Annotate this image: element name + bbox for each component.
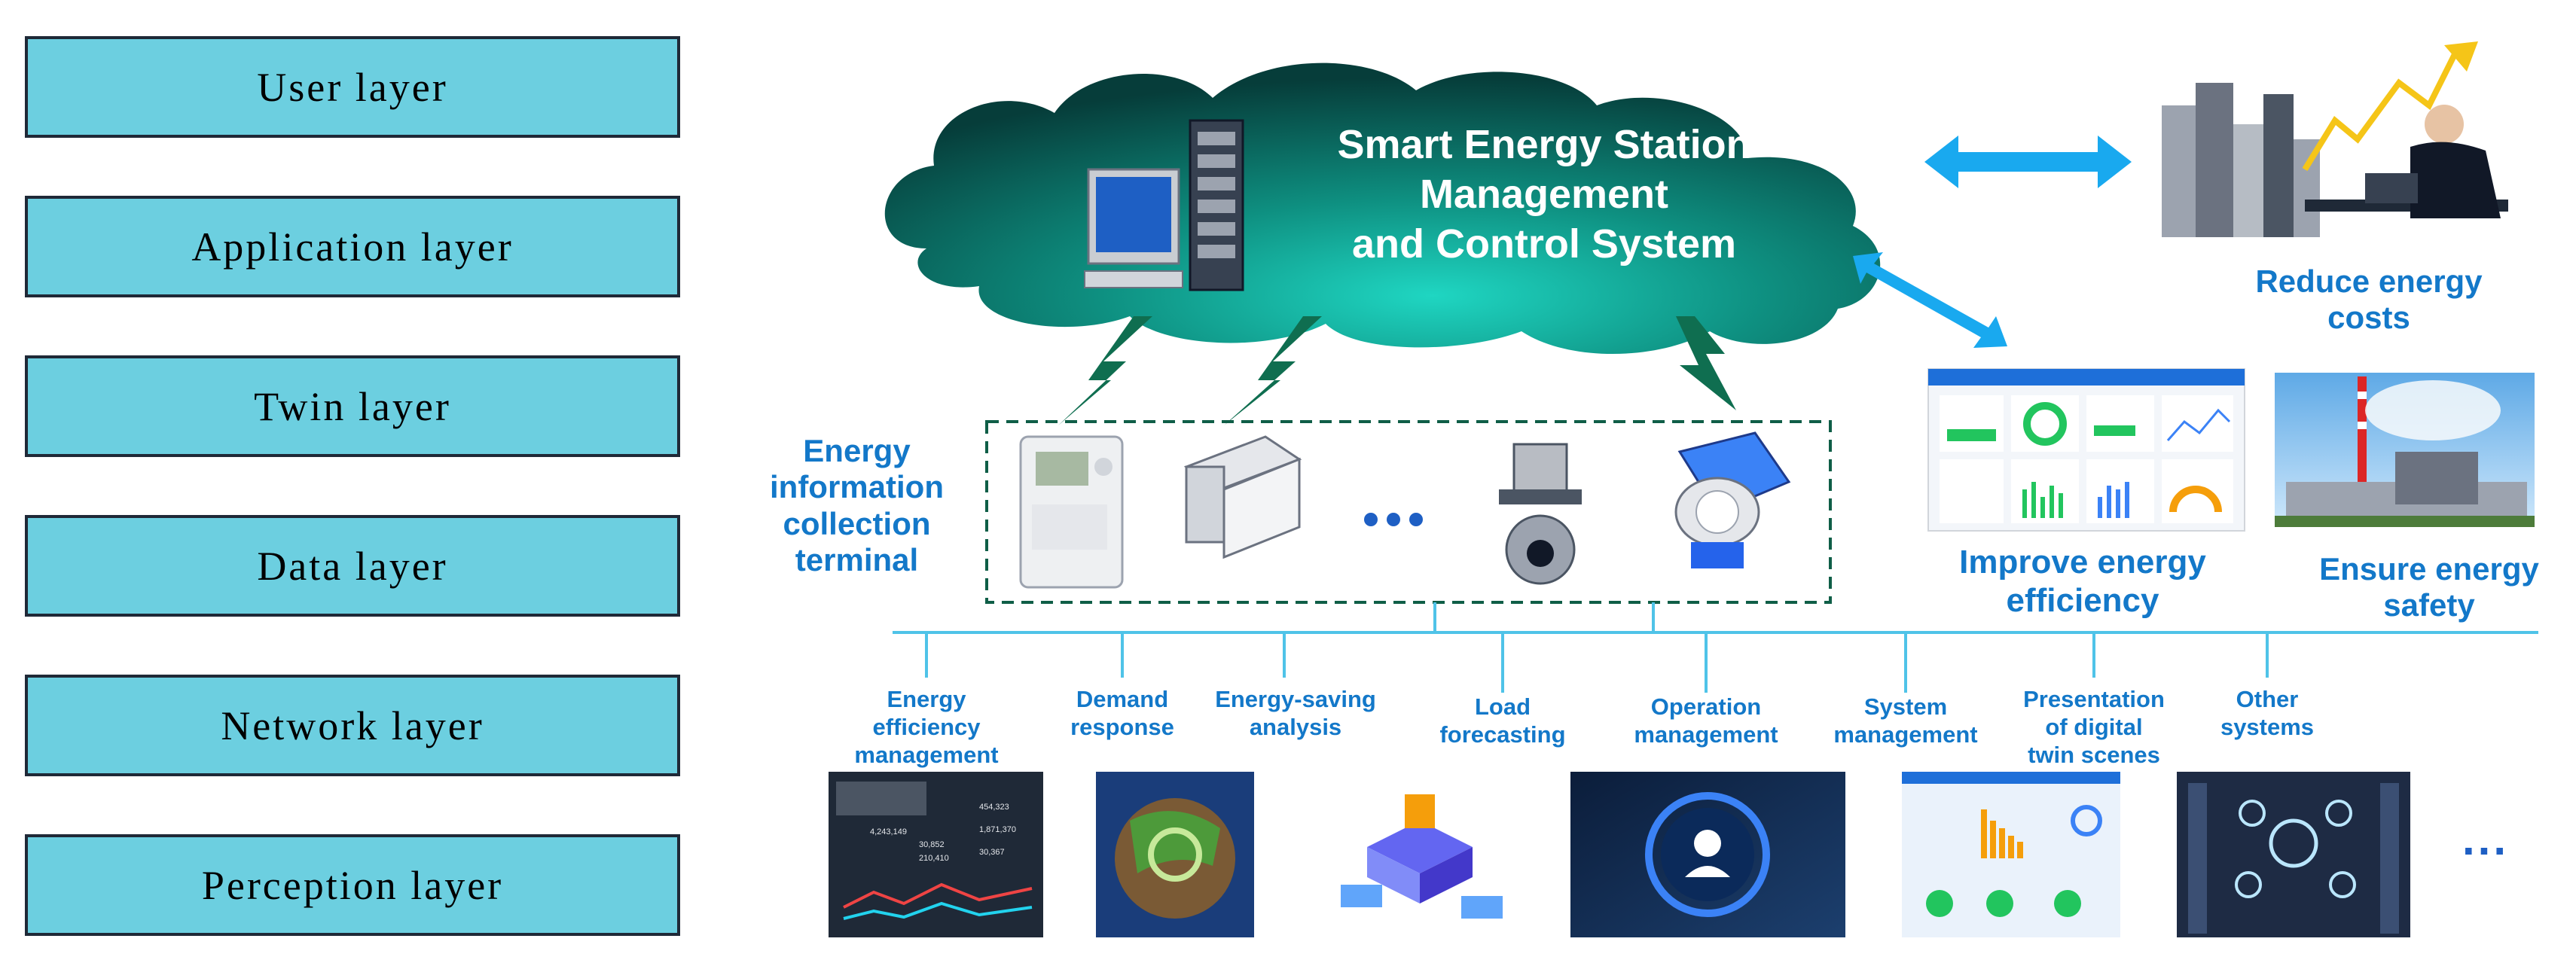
app-label-demand-response: Demand response	[1051, 685, 1194, 741]
thumb-value: 4,243,149	[870, 827, 907, 836]
bidirectional-arrow-icon	[1853, 136, 2132, 348]
layer-twin: Twin layer	[25, 355, 680, 457]
thumb-value: 210,410	[919, 854, 949, 863]
power-plant-image	[2275, 373, 2535, 527]
layer-perception: Perception layer	[25, 834, 680, 936]
app-label-line: Load	[1474, 693, 1531, 720]
app-label-line: Operation	[1650, 693, 1762, 720]
app-label-line: Energy	[887, 686, 966, 712]
app-label-system-management: System management	[1808, 693, 2004, 748]
thumb-value: 1,871,370	[979, 825, 1016, 834]
device-ellipsis-dots	[1364, 513, 1423, 526]
app-label-line: management	[1833, 721, 1978, 748]
benefit-line: safety	[2383, 587, 2475, 623]
app-label-line: Energy-saving	[1215, 686, 1376, 712]
app-label-load-forecasting: Load forecasting	[1416, 693, 1589, 748]
ensure-safety-label: Ensure energy safety	[2294, 551, 2565, 624]
applications-ellipsis: ...	[2462, 814, 2509, 864]
app-label-line: Demand	[1076, 686, 1169, 712]
cloud-title-line: Smart Energy Station	[1337, 122, 1751, 167]
app-label-energy-saving: Energy-saving analysis	[1205, 685, 1386, 741]
benefit-line: efficiency	[2006, 581, 2159, 619]
layer-label: Perception layer	[201, 862, 504, 908]
benefit-line: Reduce energy	[2255, 264, 2483, 299]
app-label-line: System	[1863, 693, 1948, 720]
layer-label: Data layer	[257, 543, 448, 589]
app-label-line: systems	[2220, 714, 2315, 741]
thumb-value: 30,852	[919, 840, 945, 849]
layer-application: Application layer	[25, 196, 680, 297]
terminal-label-line: collection	[783, 505, 931, 541]
smart-meter-icon	[1019, 435, 1124, 589]
thumb-energy-efficiency	[829, 772, 1043, 937]
benefit-line: Improve energy	[1959, 544, 2206, 581]
thumb-demand-response	[1096, 772, 1254, 937]
layer-label: Twin layer	[254, 383, 451, 429]
app-label-line: twin scenes	[2028, 742, 2160, 769]
cloud-title: Smart Energy Station Management and Cont…	[1280, 120, 1808, 270]
terminal-label-line: Energy	[803, 433, 911, 468]
app-label-line: forecasting	[1439, 721, 1566, 748]
benefit-line: costs	[2327, 300, 2410, 336]
computer-server-icon	[1084, 119, 1244, 291]
terminal-label-line: information	[770, 469, 944, 505]
din-rail-meter-icon	[1183, 435, 1302, 559]
layer-label: Application layer	[191, 224, 514, 270]
app-label-digital-twin: Presentation of digital twin scenes	[2004, 685, 2184, 769]
app-label-line: Presentation	[2023, 686, 2165, 712]
thumb-operation-management	[1570, 772, 1845, 937]
terminal-label: Energy information collection terminal	[749, 433, 964, 578]
cloud-title-line: and Control System	[1351, 221, 1737, 267]
app-label-line: response	[1070, 714, 1174, 741]
terminal-label-line: terminal	[795, 541, 919, 577]
app-label-line: analysis	[1249, 714, 1342, 741]
app-label-operation-management: Operation management	[1608, 693, 1804, 748]
improve-efficiency-label: Improve energy efficiency	[1924, 544, 2241, 620]
layer-user: User layer	[25, 36, 680, 138]
app-label-line: management	[854, 742, 999, 769]
efficiency-dashboard-image	[1927, 368, 2245, 532]
thumb-energy-saving	[1318, 776, 1521, 937]
businessman-growth-image	[2162, 41, 2508, 237]
app-label-line: efficiency	[872, 714, 981, 741]
lightning-bolt-icon	[1058, 316, 1736, 425]
thumb-value: 454,323	[979, 803, 1009, 812]
app-label-energy-efficiency: Energy efficiency management	[832, 685, 1021, 769]
app-label-line: management	[1634, 721, 1778, 748]
layer-data: Data layer	[25, 515, 680, 617]
terminal-box	[985, 420, 1832, 604]
cloud-title-line: Management	[1419, 171, 1669, 217]
layer-network: Network layer	[25, 675, 680, 776]
benefit-line: Ensure energy	[2319, 551, 2539, 587]
thumb-system-management	[1902, 772, 2120, 937]
layer-label: Network layer	[221, 702, 484, 748]
thumb-value: 30,367	[979, 848, 1005, 857]
valve-actuator-icon	[1499, 443, 1582, 585]
app-label-other-systems: Other systems	[2199, 685, 2335, 741]
connection-bus	[893, 602, 2538, 693]
thumb-digital-twin	[2177, 772, 2410, 937]
app-label-line: of digital	[2045, 714, 2143, 741]
water-meter-icon	[1674, 431, 1791, 568]
layer-label: User layer	[257, 64, 448, 110]
reduce-costs-label: Reduce energy costs	[2241, 264, 2497, 337]
app-label-line: Other	[2236, 686, 2299, 712]
